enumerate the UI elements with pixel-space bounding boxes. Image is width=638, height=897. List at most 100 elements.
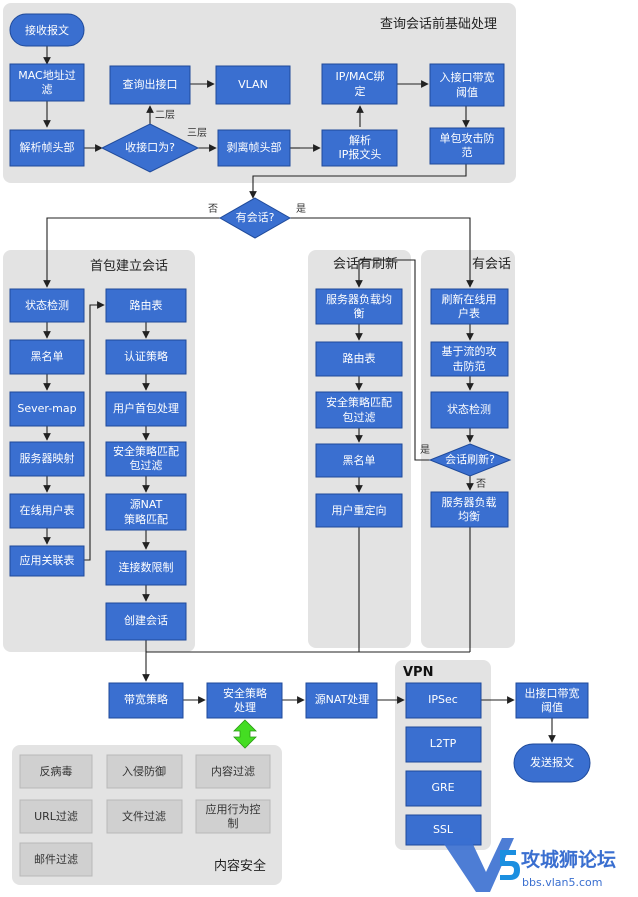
cs-file-filter[interactable]: 文件过滤: [106, 799, 183, 834]
node-flow-attack[interactable]: 基于流的攻 击防范: [430, 341, 509, 377]
svg-text:MAC地址过: MAC地址过: [18, 68, 76, 82]
node-l2tp[interactable]: L2TP: [405, 726, 482, 763]
node-server-lb-session[interactable]: 服务器负载 均衡: [430, 491, 509, 528]
svg-text:URL过滤: URL过滤: [34, 810, 78, 823]
edge: [290, 217, 474, 288]
svg-text:入接口带宽: 入接口带宽: [440, 70, 495, 84]
node-sec-policy-filter[interactable]: 安全策略匹配 包过滤: [105, 441, 187, 477]
node-src-nat-policy[interactable]: 源NAT 策略匹配: [105, 493, 187, 531]
node-state-check-session[interactable]: 状态检测: [430, 391, 509, 429]
svg-text:状态检测: 状态检测: [25, 298, 69, 312]
svg-text:黑名单: 黑名单: [31, 349, 64, 363]
cs-mail-filter[interactable]: 邮件过滤: [19, 842, 93, 877]
node-vlan[interactable]: VLAN: [215, 65, 291, 105]
svg-text:Sever-map: Sever-map: [17, 402, 76, 415]
node-gre[interactable]: GRE: [405, 770, 482, 807]
node-src-nat-processing[interactable]: 源NAT处理: [305, 682, 378, 719]
node-blacklist-refresh[interactable]: 黑名单: [315, 443, 403, 478]
svg-text:IP/MAC绑: IP/MAC绑: [335, 70, 384, 83]
node-recv-port-decision[interactable]: 收接口为?: [100, 123, 200, 173]
node-ipmac-bind[interactable]: IP/MAC绑 定: [321, 63, 398, 105]
node-create-session[interactable]: 创建会话: [105, 602, 187, 641]
svg-text:处理: 处理: [234, 701, 256, 714]
svg-text:查询出接口: 查询出接口: [123, 77, 178, 91]
watermark-brand: 攻城狮论坛: [521, 848, 616, 871]
node-user-redirect[interactable]: 用户重定向: [315, 493, 403, 528]
svg-text:L2TP: L2TP: [430, 737, 457, 750]
edge-label-layer3: 三层: [187, 127, 207, 139]
edge: [43, 217, 220, 288]
edge-label-no: 否: [208, 203, 218, 215]
svg-text:创建会话: 创建会话: [124, 613, 168, 627]
svg-text:应用行为控: 应用行为控: [206, 802, 261, 816]
svg-text:在线用户表: 在线用户表: [20, 503, 75, 517]
svg-text:源NAT处理: 源NAT处理: [315, 692, 370, 706]
svg-text:单包攻击防: 单包攻击防: [440, 131, 495, 145]
bidirectional-arrow-icon: [233, 719, 257, 749]
svg-text:文件过滤: 文件过滤: [122, 809, 166, 823]
node-in-bandwidth[interactable]: 入接口带宽 阈值: [429, 63, 505, 107]
node-single-attack[interactable]: 单包攻击防 范: [429, 127, 505, 165]
svg-text:反病毒: 反病毒: [40, 764, 73, 778]
node-state-check[interactable]: 状态检测: [9, 288, 85, 323]
edge: [355, 259, 430, 461]
svg-text:衡: 衡: [354, 307, 365, 320]
node-refresh-online-user[interactable]: 刷新在线用 户表: [430, 288, 509, 325]
watermark-url: bbs.vlan5.com: [522, 876, 602, 889]
node-session-refresh-decision[interactable]: 会话刷新?: [428, 443, 512, 477]
node-security-processing[interactable]: 安全策略 处理: [206, 682, 283, 719]
node-parse-frame[interactable]: 解析帧头部: [9, 129, 85, 167]
cs-antivirus[interactable]: 反病毒: [19, 754, 93, 789]
svg-text:剥离帧头部: 剥离帧头部: [227, 140, 282, 154]
svg-text:服务器映射: 服务器映射: [20, 451, 75, 465]
node-auth-policy[interactable]: 认证策略: [105, 339, 187, 375]
svg-text:安全策略: 安全策略: [223, 686, 267, 700]
node-route[interactable]: 路由表: [105, 288, 187, 323]
svg-text:VLAN: VLAN: [238, 78, 268, 91]
cs-content-filter[interactable]: 内容过滤: [195, 754, 271, 789]
node-out-bandwidth[interactable]: 出接口带宽 阈值: [515, 682, 589, 719]
svg-text:安全策略匹配: 安全策略匹配: [326, 395, 392, 409]
svg-text:制: 制: [228, 817, 239, 830]
node-receive[interactable]: 接收报文: [9, 13, 85, 47]
node-parse-ip[interactable]: 解析 IP报文头: [321, 129, 398, 167]
edge-label-refresh-yes: 是: [420, 444, 430, 456]
svg-text:认证策略: 认证策略: [124, 349, 168, 363]
svg-text:发送报文: 发送报文: [530, 755, 574, 769]
node-route-refresh[interactable]: 路由表: [315, 341, 403, 377]
svg-text:源NAT: 源NAT: [130, 497, 163, 511]
edge: [249, 164, 467, 199]
node-server-mapping[interactable]: 服务器映射: [9, 441, 85, 477]
node-online-user[interactable]: 在线用户表: [9, 493, 85, 529]
node-lookup-port[interactable]: 查询出接口: [109, 65, 191, 105]
cs-ips[interactable]: 入侵防御: [106, 754, 183, 789]
title-vpn: VPN: [403, 665, 433, 680]
title-session-refresh: 会话有刷新: [333, 256, 398, 272]
svg-text:GRE: GRE: [431, 781, 454, 794]
svg-text:SSL: SSL: [433, 823, 454, 836]
node-user-first-packet[interactable]: 用户首包处理: [105, 391, 187, 427]
svg-text:阈值: 阈值: [541, 700, 563, 714]
svg-text:范: 范: [462, 145, 473, 159]
node-has-session-decision[interactable]: 有会话?: [218, 197, 292, 239]
svg-text:服务器负载均: 服务器负载均: [326, 292, 392, 306]
node-send[interactable]: 发送报文: [513, 743, 591, 783]
svg-text:IPSec: IPSec: [428, 693, 458, 706]
watermark: V5 攻城狮论坛 bbs.vlan5.com: [440, 838, 616, 892]
cs-app-control[interactable]: 应用行为控 制: [195, 799, 271, 834]
node-strip-frame[interactable]: 剥离帧头部: [217, 129, 291, 167]
cs-url-filter[interactable]: URL过滤: [19, 799, 93, 834]
node-mac-filter[interactable]: MAC地址过 滤: [9, 63, 85, 102]
node-server-lb-refresh[interactable]: 服务器负载均 衡: [315, 288, 403, 325]
node-app-assoc[interactable]: 应用关联表: [9, 545, 85, 577]
node-sec-policy-refresh[interactable]: 安全策略匹配 包过滤: [315, 391, 403, 429]
title-first-packet: 首包建立会话: [90, 259, 168, 274]
node-ipsec[interactable]: IPSec: [405, 682, 482, 719]
svg-text:入侵防御: 入侵防御: [122, 764, 166, 778]
svg-text:用户首包处理: 用户首包处理: [113, 401, 179, 415]
node-conn-limit[interactable]: 连接数限制: [105, 550, 187, 586]
node-server-map[interactable]: Sever-map: [9, 391, 85, 427]
node-blacklist[interactable]: 黑名单: [9, 339, 85, 375]
node-bandwidth-policy[interactable]: 带宽策略: [108, 682, 184, 719]
